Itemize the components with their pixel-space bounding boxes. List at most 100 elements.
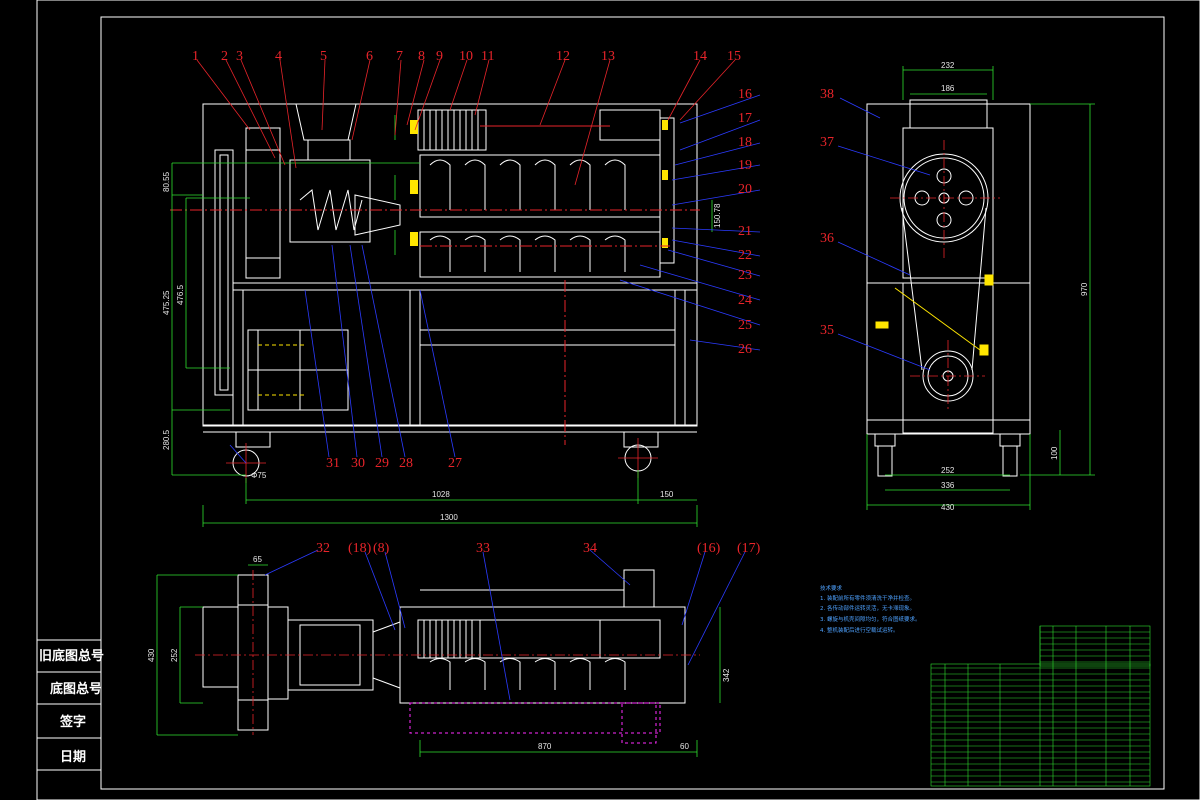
front-dimensions: 1300 1028 150 Φ75 280.5 475.25 476.5 80.… — [162, 171, 722, 522]
dim-wheel-base: 1028 — [432, 490, 450, 499]
dim-top-right-height: 342 — [722, 668, 731, 682]
balloon-34: 34 — [583, 541, 597, 556]
balloon-ref-16: (16) — [697, 541, 721, 556]
notes-line-4: 4. 整机装配后进行空载试运转。 — [820, 626, 899, 634]
balloon-30: 30 — [351, 456, 365, 471]
feed-screw-housing — [289, 159, 371, 243]
balloon-17: 17 — [738, 111, 752, 126]
drawing-number-label: 底图总号 — [50, 681, 102, 697]
inner-border — [100, 16, 1165, 790]
balloon-20: 20 — [738, 182, 752, 197]
dim-side-top-inner: 186 — [941, 84, 955, 93]
title-block-labels: 旧底图总号 底图总号 签字 日期 — [39, 648, 104, 765]
balloon-24: 24 — [738, 293, 752, 308]
balloon-10: 10 — [459, 49, 473, 64]
side-frame — [866, 103, 1031, 435]
balloon-35: 35 — [820, 323, 834, 338]
balloon-5: 5 — [320, 49, 327, 64]
bearing-housing — [245, 127, 281, 279]
signature-label: 签字 — [59, 714, 86, 730]
balloon-32: 32 — [316, 541, 330, 556]
balloon-18: 18 — [738, 135, 752, 150]
feed-hopper — [295, 103, 357, 141]
outer-border — [36, 0, 1200, 800]
top-motor — [623, 569, 655, 608]
dim-right-span: 150.78 — [713, 203, 722, 228]
dim-side-base-width: 336 — [941, 481, 955, 490]
notes-title: 技术要求 — [820, 584, 843, 592]
pulley-belt — [214, 149, 234, 396]
dim-top-inner-width: 252 — [170, 648, 179, 662]
balloon-33: 33 — [476, 541, 490, 556]
front-dimension-lines — [171, 115, 713, 527]
machine-frame — [202, 103, 698, 427]
balloon-14: 14 — [693, 49, 707, 64]
top-dimensions: 65 430 252 342 870 60 — [147, 555, 731, 751]
balloon-36: 36 — [820, 231, 834, 246]
sheet-frame — [36, 0, 1200, 800]
balloon-ref-18: (18) — [348, 541, 372, 556]
dim-side-bottom-height: 100 — [1050, 446, 1059, 460]
dim-bottom-height: 280.5 — [162, 429, 171, 450]
dim-wheel-diameter: Φ75 — [251, 471, 267, 480]
balloon-1: 1 — [192, 49, 199, 64]
date-label: 日期 — [60, 750, 86, 765]
balloon-21: 21 — [738, 224, 752, 239]
dim-top-end-offset: 60 — [680, 742, 689, 751]
dim-side-total-width: 430 — [941, 503, 955, 512]
balloon-37: 37 — [820, 135, 834, 150]
dim-mid-height: 475.25 — [162, 290, 171, 315]
notes-line-3: 3. 螺旋与机壳间隙均匀，符合图纸要求。 — [820, 615, 921, 623]
dim-side-top-outer: 232 — [941, 61, 955, 70]
technical-notes: 技术要求 1. 装配前所有零件须清洗干净并检查。 2. 各传动部件运转灵活，无卡… — [820, 584, 921, 634]
balloon-7: 7 — [396, 49, 403, 64]
balloon-4: 4 — [275, 49, 282, 64]
balloon-26: 26 — [738, 342, 752, 357]
side-balloons: 38 37 36 35 — [820, 87, 834, 338]
old-drawing-number-label: 旧底图总号 — [39, 648, 104, 664]
balloon-13: 13 — [601, 49, 615, 64]
balloon-3: 3 — [236, 49, 243, 64]
side-wheel-right — [1002, 445, 1018, 477]
balloon-22: 22 — [738, 248, 752, 263]
side-dimensions: 232 186 970 100 252 336 430 — [941, 61, 1089, 512]
balloon-28: 28 — [399, 456, 413, 471]
balloon-19: 19 — [738, 158, 752, 173]
dim-total-length: 1300 — [440, 513, 458, 522]
balloon-8: 8 — [418, 49, 425, 64]
parts-list-table — [930, 625, 1151, 787]
cone-section — [354, 194, 401, 236]
balloon-38: 38 — [820, 87, 834, 102]
end-plate — [659, 117, 675, 264]
dim-top-length: 870 — [538, 742, 552, 751]
top-view: 32 (18) (8) 33 34 (16) (17) 65 430 252 3… — [147, 541, 761, 757]
top-balloons: 32 (18) (8) 33 34 (16) (17) — [316, 541, 761, 556]
balloon-16: 16 — [738, 87, 752, 102]
filter-plates — [417, 109, 487, 151]
balloon-6: 6 — [366, 49, 373, 64]
balloon-9: 9 — [436, 49, 443, 64]
side-view: 38 37 36 35 232 186 970 100 252 336 430 — [820, 61, 1095, 512]
balloon-11: 11 — [481, 49, 494, 64]
dim-top-side-offset: 65 — [253, 555, 262, 564]
hidden-tray — [409, 702, 661, 734]
dim-wheel-offset: 150 — [660, 490, 674, 499]
top-pulley — [202, 606, 239, 688]
balloon-15: 15 — [727, 49, 741, 64]
balloon-ref-8: (8) — [373, 541, 390, 556]
balloon-ref-17: (17) — [737, 541, 761, 556]
balloon-31: 31 — [326, 456, 340, 471]
balloon-25: 25 — [738, 318, 752, 333]
front-view: 1 2 3 4 5 6 7 8 9 10 11 12 13 14 15 16 1… — [162, 49, 761, 527]
notes-line-2: 2. 各传动部件运转灵活，无卡滞现象。 — [820, 604, 915, 612]
side-wheel-left — [877, 445, 893, 477]
dim-side-height: 970 — [1080, 282, 1089, 296]
dim-inner-height: 476.5 — [176, 284, 185, 305]
front-balloons: 1 2 3 4 5 6 7 8 9 10 11 12 13 14 15 16 1… — [192, 49, 752, 471]
balloon-29: 29 — [375, 456, 389, 471]
balloon-12: 12 — [556, 49, 570, 64]
balloon-2: 2 — [221, 49, 228, 64]
balloon-27: 27 — [448, 456, 462, 471]
dim-top-offset: 80.55 — [162, 171, 171, 192]
